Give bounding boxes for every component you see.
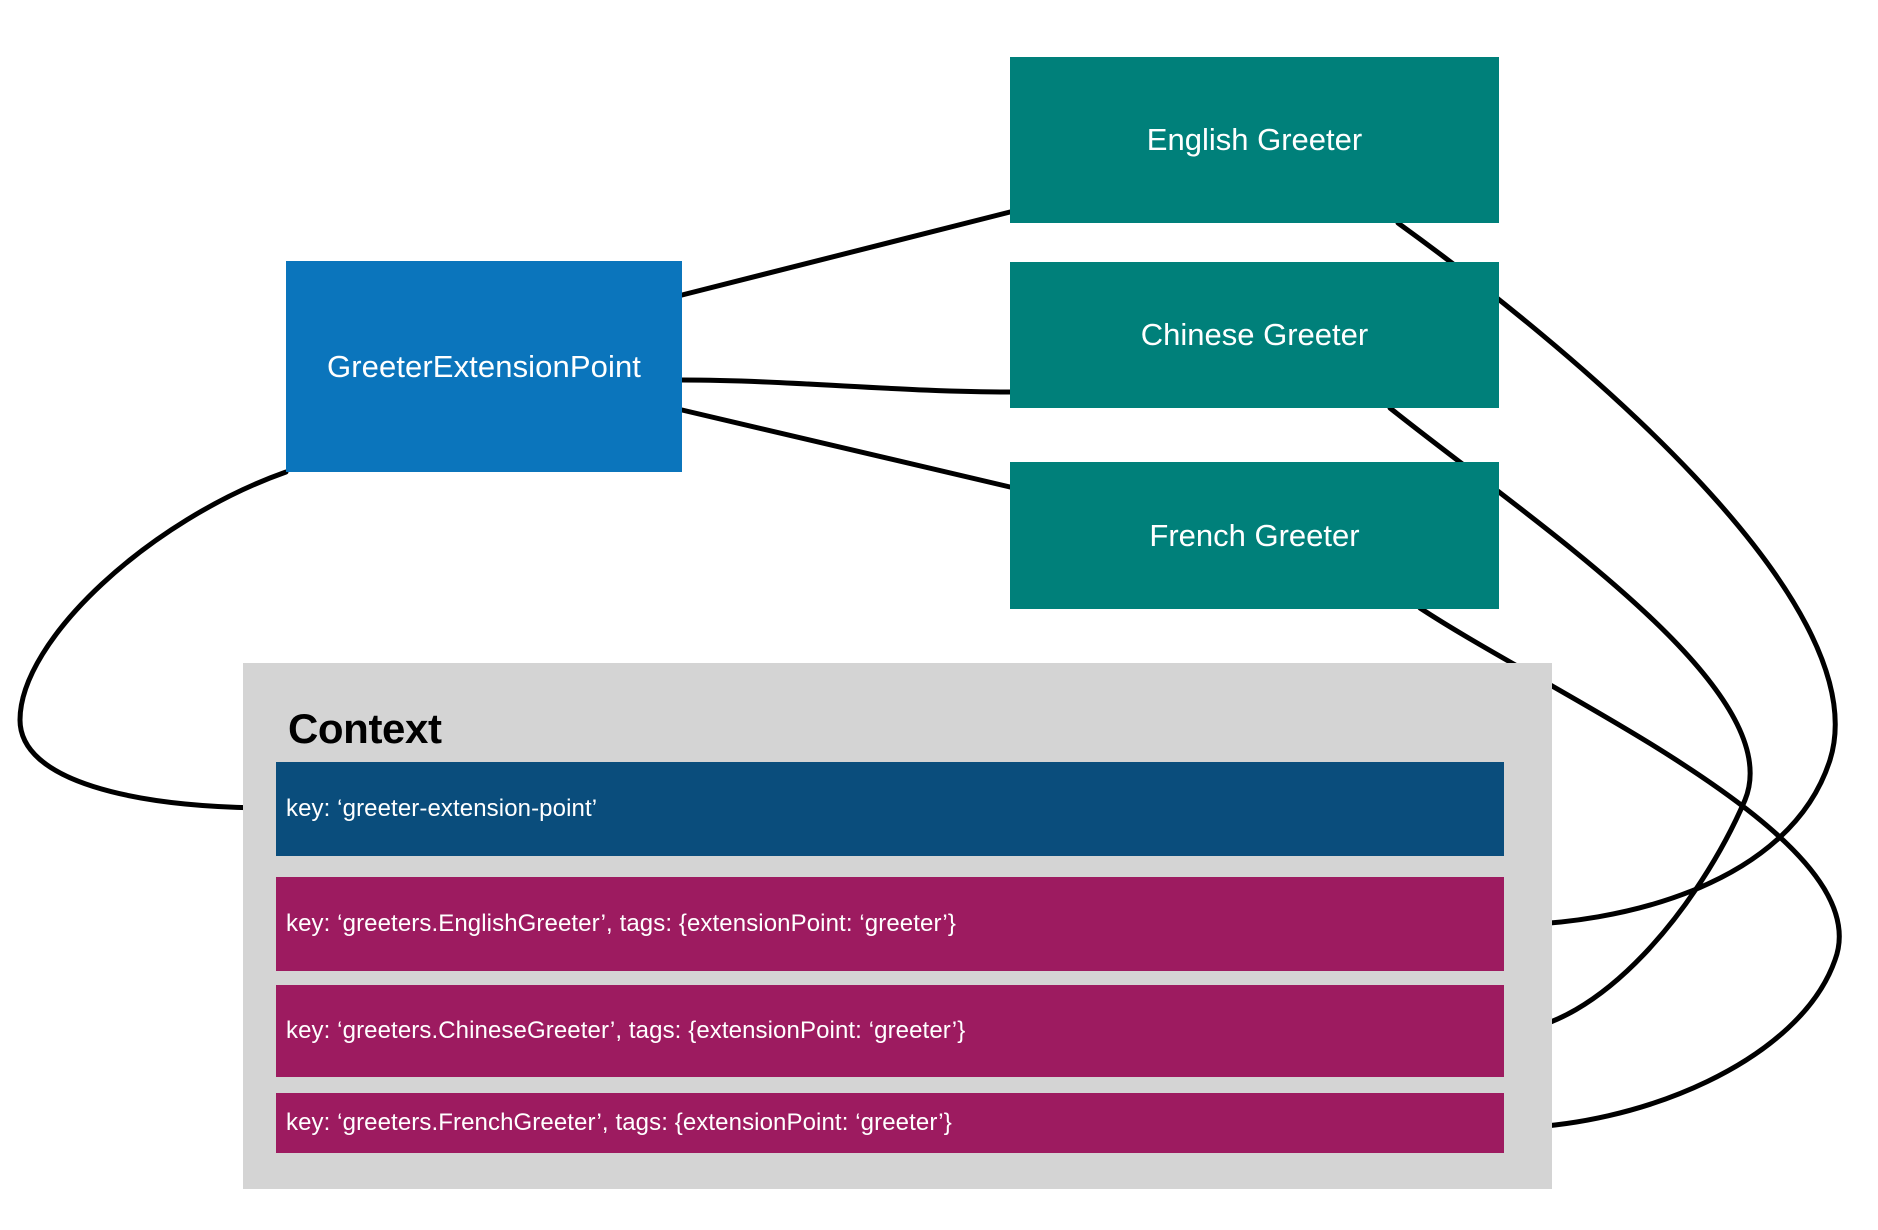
context-entry-text: key: ‘greeter-extension-point’ (286, 795, 598, 822)
context-entry-chinese-greeter[interactable]: key: ‘greeters.ChineseGreeter’, tags: {e… (276, 985, 1504, 1077)
node-label: English Greeter (1146, 122, 1363, 157)
edge-extpoint-to-chinese (679, 377, 1013, 395)
node-french-greeter[interactable]: French Greeter (1010, 462, 1499, 609)
context-heading: Context (288, 705, 442, 752)
edge-extpoint-to-english (679, 209, 1013, 298)
node-label: GreeterExtensionPoint (327, 348, 641, 384)
context-entry-extension-point[interactable]: key: ‘greeter-extension-point’ (276, 762, 1504, 856)
node-chinese-greeter[interactable]: Chinese Greeter (1010, 262, 1499, 408)
node-greeter-extension-point[interactable]: GreeterExtensionPoint (286, 261, 682, 472)
node-english-greeter[interactable]: English Greeter (1010, 57, 1499, 223)
context-entry-text: key: ‘greeters.ChineseGreeter’, tags: {e… (286, 1017, 966, 1044)
context-entry-french-greeter[interactable]: key: ‘greeters.FrenchGreeter’, tags: {ex… (276, 1093, 1504, 1153)
context-entry-english-greeter[interactable]: key: ‘greeters.EnglishGreeter’, tags: {e… (276, 877, 1504, 971)
edge-extpoint-to-french (679, 407, 1013, 490)
node-label: French Greeter (1149, 517, 1360, 553)
node-label: Chinese Greeter (1140, 317, 1369, 352)
context-entry-text: key: ‘greeters.EnglishGreeter’, tags: {e… (286, 910, 956, 937)
context-panel: Context key: ‘greeter-extension-point’ k… (243, 663, 1552, 1189)
context-entry-text: key: ‘greeters.FrenchGreeter’, tags: {ex… (286, 1109, 952, 1136)
